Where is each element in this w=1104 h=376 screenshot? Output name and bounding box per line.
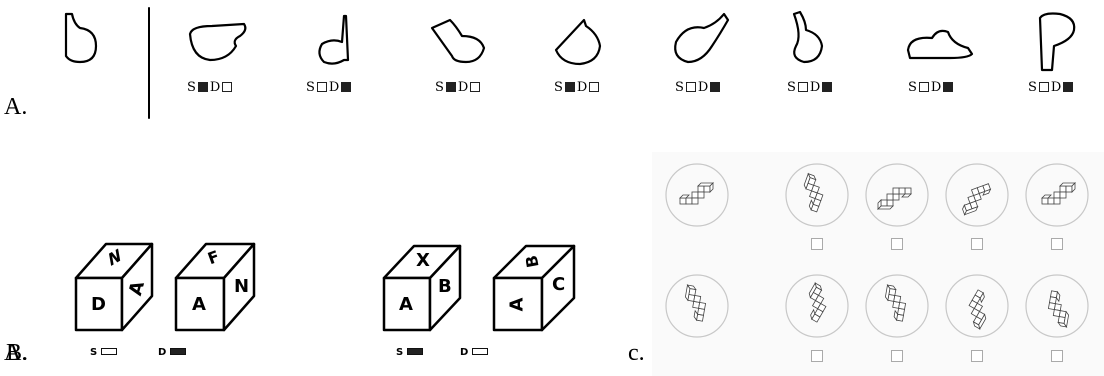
c-checkbox-2-2[interactable]	[891, 350, 903, 362]
c-checkbox-1-3[interactable]	[971, 238, 983, 250]
c-checkbox-2-1[interactable]	[811, 350, 823, 362]
c-checkbox-1-4[interactable]	[1051, 238, 1063, 250]
c-checkbox-2-4[interactable]	[1051, 350, 1063, 362]
c-checkbox-2-3[interactable]	[971, 350, 983, 362]
c-checkbox-1-2[interactable]	[891, 238, 903, 250]
c-checkbox-1-1[interactable]	[811, 238, 823, 250]
